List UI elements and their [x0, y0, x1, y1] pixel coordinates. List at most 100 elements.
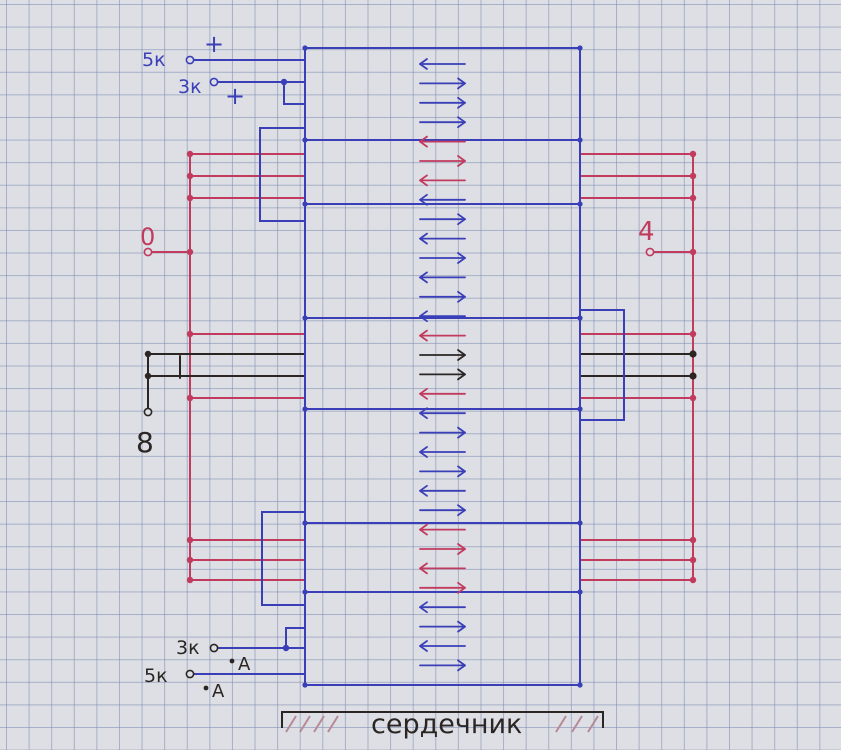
right-arrow-icon	[419, 543, 466, 555]
left-tap-label: 0	[140, 223, 155, 251]
terminal-ring	[209, 77, 219, 87]
left-arrow-icon	[419, 446, 466, 458]
junction-dot	[186, 556, 194, 564]
terminal-ring	[209, 643, 219, 653]
left-arrow-icon	[419, 562, 466, 575]
left-arrow-icon	[419, 310, 466, 323]
junction-dot	[282, 644, 290, 652]
magnetization-arrows	[419, 58, 466, 672]
junction-dot	[689, 372, 697, 380]
junction-dots	[143, 45, 697, 691]
terminal-5k-bottom-label: 5к	[144, 665, 168, 687]
terminal-3k-top-polarity: +	[225, 82, 245, 110]
right-arrow-icon	[419, 96, 466, 109]
junction-dot	[302, 682, 308, 688]
left-lower-coil	[261, 511, 306, 606]
right-arrow-icon	[419, 659, 466, 672]
black-winding-lines	[147, 353, 694, 413]
core-hatch-stroke	[327, 715, 339, 733]
right-arrow-icon	[419, 252, 466, 264]
junction-dot	[689, 150, 697, 158]
junction-dot	[302, 201, 308, 207]
right-arrow-icon	[419, 504, 466, 517]
junction-dot	[689, 536, 697, 544]
junction-dot	[577, 406, 583, 412]
core-hatch-stroke	[555, 715, 567, 733]
junction-dot	[689, 394, 697, 402]
junction-dot	[689, 330, 697, 338]
left-arrow-icon	[419, 640, 466, 652]
junction-dot	[302, 406, 308, 412]
right-tap-label: 4	[638, 217, 655, 247]
junction-dot	[577, 589, 583, 595]
right-arrow-icon	[419, 155, 466, 167]
terminal-3k-jog-bottom	[285, 627, 306, 649]
junction-dot	[302, 45, 308, 51]
junction-dot	[229, 658, 235, 664]
core-hatch-stroke	[587, 715, 599, 733]
right-arrow-icon	[419, 620, 466, 633]
junction-dot	[689, 172, 697, 180]
right-arrow-icon	[419, 581, 466, 594]
left-arrow-icon	[419, 135, 466, 148]
black-tap-label: 8	[136, 426, 154, 459]
junction-dot	[689, 248, 697, 256]
junction-dot	[577, 682, 583, 688]
left-arrow-icon	[419, 407, 466, 420]
left-arrow-icon	[419, 387, 466, 400]
junction-dot	[186, 536, 194, 544]
left-arrow-icon	[419, 329, 466, 342]
left-arrow-icon	[419, 174, 466, 187]
core-hatch-stroke	[299, 715, 311, 733]
junction-dot	[186, 394, 194, 402]
terminal-ring	[645, 247, 655, 257]
junction-dot	[689, 194, 697, 202]
left-arrow-icon	[419, 484, 466, 497]
junction-dot	[186, 172, 194, 180]
junction-dot	[144, 372, 152, 380]
terminal-ring	[143, 407, 153, 417]
right-arrow-icon	[419, 465, 466, 478]
red-winding-lines	[147, 153, 694, 581]
right-middle-coil	[579, 309, 625, 421]
left-arrow-icon	[419, 523, 466, 536]
junction-dot	[203, 685, 209, 691]
junction-dot	[577, 315, 583, 321]
junction-dot	[302, 137, 308, 143]
junction-dot	[186, 248, 194, 256]
right-arrow-icon	[419, 213, 466, 226]
right-arrow-icon	[419, 77, 466, 90]
left-arrow-icon	[419, 601, 466, 614]
terminal-5k-top-label: 5к	[142, 49, 166, 71]
junction-dot	[689, 576, 697, 584]
terminal-3k-top-label: 3к	[178, 76, 202, 98]
junction-dot	[144, 350, 152, 358]
junction-dot	[689, 556, 697, 564]
terminal-3k-jog	[283, 81, 306, 105]
terminal-ring	[185, 669, 195, 679]
junction-dot	[302, 315, 308, 321]
core-label: сердечник	[371, 709, 522, 740]
terminal-ring	[143, 247, 153, 257]
junction-dot	[186, 194, 194, 202]
right-arrow-icon	[419, 290, 466, 303]
terminal-3k-bottom-label: 3к	[176, 637, 200, 659]
junction-dot	[577, 45, 583, 51]
right-arrow-icon	[419, 368, 466, 381]
core-frame	[304, 47, 581, 686]
junction-dot	[302, 520, 308, 526]
junction-dot	[577, 201, 583, 207]
junction-dot	[302, 589, 308, 595]
junction-dot	[577, 520, 583, 526]
junction-dot	[689, 350, 697, 358]
terminal-ring	[185, 55, 195, 65]
core-hatch-stroke	[571, 715, 583, 733]
blue-frame-lines	[189, 47, 625, 686]
core-hatch-stroke	[313, 715, 325, 733]
left-arrow-icon	[419, 232, 466, 245]
left-arrow-icon	[419, 58, 466, 70]
junction-dot	[577, 137, 583, 143]
terminal-5k-bottom-mark: А	[212, 681, 225, 702]
junction-dot	[186, 150, 194, 158]
